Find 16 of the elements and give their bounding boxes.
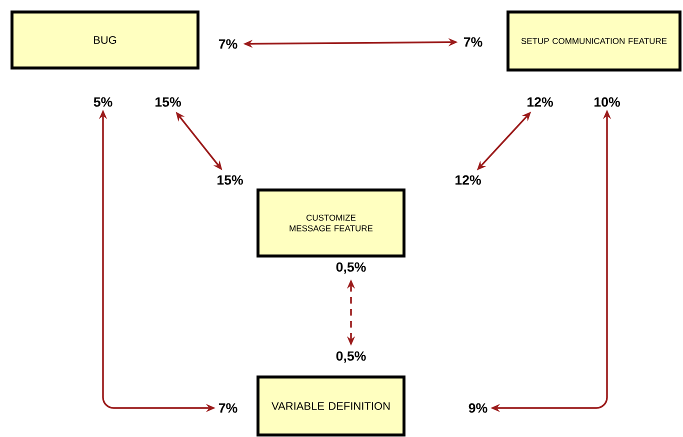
percentage-label: 10%: [594, 97, 620, 107]
percentage-label: 7%: [218, 403, 238, 413]
process-box: VARIABLE DEFINITION: [256, 376, 406, 436]
percentage-label: 12%: [456, 175, 481, 185]
percentage-label: 15%: [218, 175, 243, 185]
percentage-label: 7%: [218, 39, 238, 49]
percentage-label: 12%: [528, 97, 553, 107]
percentage-label: 15%: [156, 97, 181, 107]
percentage-label: 9%: [468, 403, 488, 413]
process-box: BUG: [10, 10, 200, 70]
percentage-label: 0,5%: [336, 351, 366, 363]
percentage-label: 0,5%: [336, 262, 366, 274]
process-box: CUSTOMIZE MESSAGE FEATURE: [256, 188, 406, 258]
percentage-label: 7%: [464, 37, 482, 47]
percentage-label: 5%: [94, 97, 112, 107]
process-box: SETUP COMMUNICATION FEATURE: [506, 10, 682, 72]
